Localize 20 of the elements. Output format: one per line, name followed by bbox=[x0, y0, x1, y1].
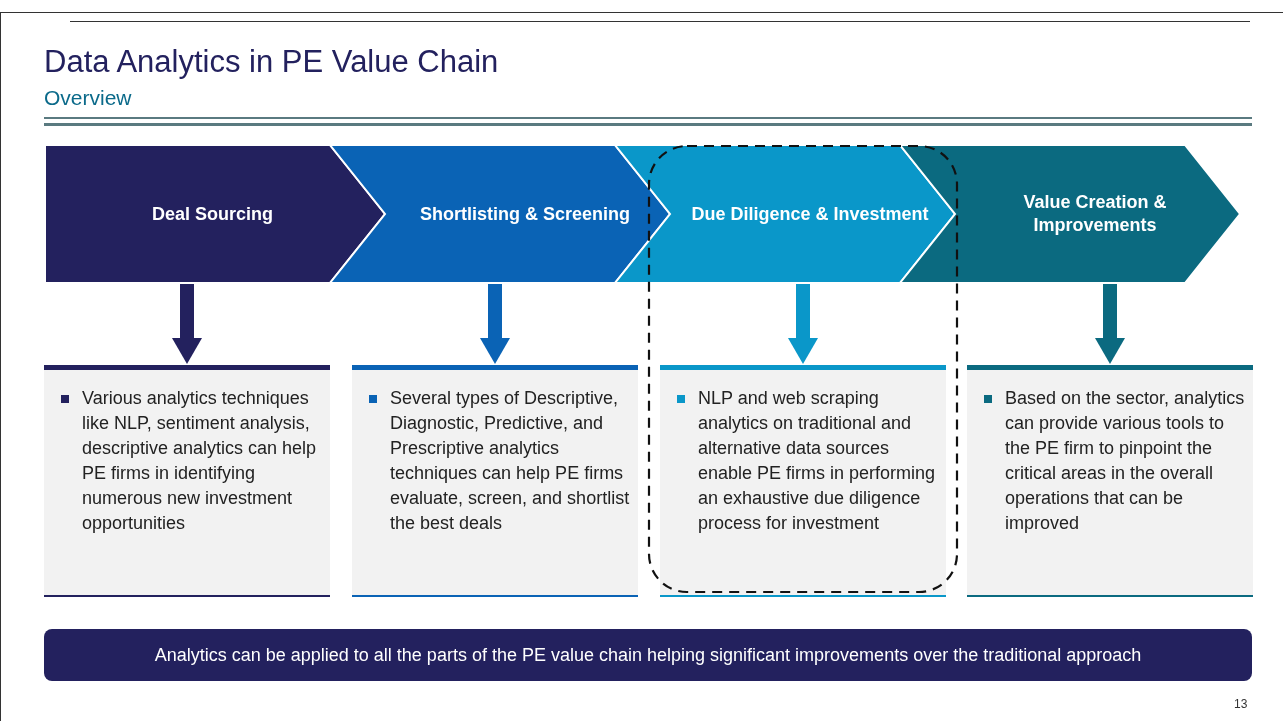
bullet-text: NLP and web scraping analytics on traditional and alternative data sources enable PE firms in performing an exhaustive due diligence process for investment bbox=[698, 387, 937, 535]
down-arrow bbox=[172, 284, 202, 364]
slide-title: Data Analytics in PE Value Chain bbox=[44, 44, 499, 80]
bullet-text: Various analytics techniques like NLP, sentiment analysis, descriptive analytics can help PE firms in identifying numerous new investment opportunities bbox=[82, 387, 318, 535]
text-card bbox=[967, 365, 1253, 597]
bullet-text: Several types of Descriptive, Diagnostic, Predictive, and Prescriptive analytics techniques can help PE firms evaluate, screen, and shortlist the best deals bbox=[390, 387, 630, 535]
down-arrow bbox=[480, 284, 510, 364]
down-arrow bbox=[788, 284, 818, 364]
stage-title: Shortlisting & Screening bbox=[420, 202, 630, 226]
text-card bbox=[660, 365, 946, 597]
subtitle: Overview bbox=[44, 86, 132, 110]
text-card bbox=[44, 365, 330, 597]
text-card bbox=[352, 365, 638, 597]
stage-title: Due Diligence & Investment bbox=[691, 202, 929, 226]
page-number: 13 bbox=[1234, 697, 1248, 711]
summary-banner: Analytics can be applied to all the parts of the PE value chain helping significant improvements over the traditional approach bbox=[44, 629, 1252, 681]
down-arrow bbox=[1095, 284, 1125, 364]
stage-title: Value Creation & Improvements bbox=[1022, 191, 1168, 237]
bullet-text: Based on the sector, analytics can provide various tools to the PE firm to pinpoint the critical areas in the overall operations that can be improved bbox=[1005, 387, 1245, 535]
stage-title: Deal Sourcing bbox=[152, 202, 273, 226]
